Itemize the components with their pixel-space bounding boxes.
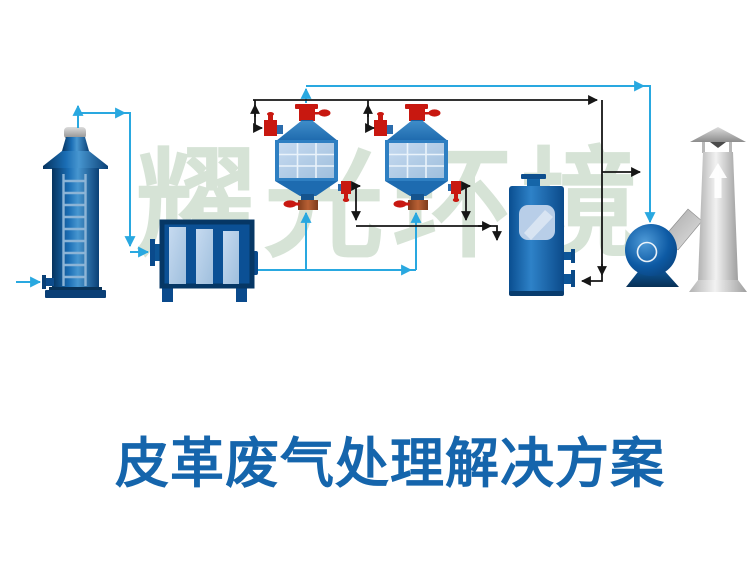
filter-box-unit [150, 219, 258, 302]
filter-inlet-nozzle [155, 244, 162, 261]
spray-scrubber-tower [42, 127, 108, 298]
fan-blower [625, 208, 703, 287]
chimney-cap [690, 127, 746, 142]
tower-inlet-nozzle [46, 278, 54, 286]
chimney-up-arrow-icon [709, 163, 727, 198]
aux-flow-lines [250, 95, 641, 286]
adsorber-upper-nozzle [564, 252, 572, 260]
adsorber-top-nozzle [527, 178, 540, 188]
tower-ladder [62, 174, 87, 286]
vertical-adsorber-tank [509, 174, 575, 296]
exhaust-chimney [689, 127, 747, 292]
adsorber-lower-nozzle [564, 274, 572, 284]
tower-cap [64, 127, 86, 139]
diagram-title: 皮革废气处理解决方案 [115, 431, 665, 495]
adsorber-window [519, 205, 555, 240]
gas-flow-lines [16, 80, 656, 288]
